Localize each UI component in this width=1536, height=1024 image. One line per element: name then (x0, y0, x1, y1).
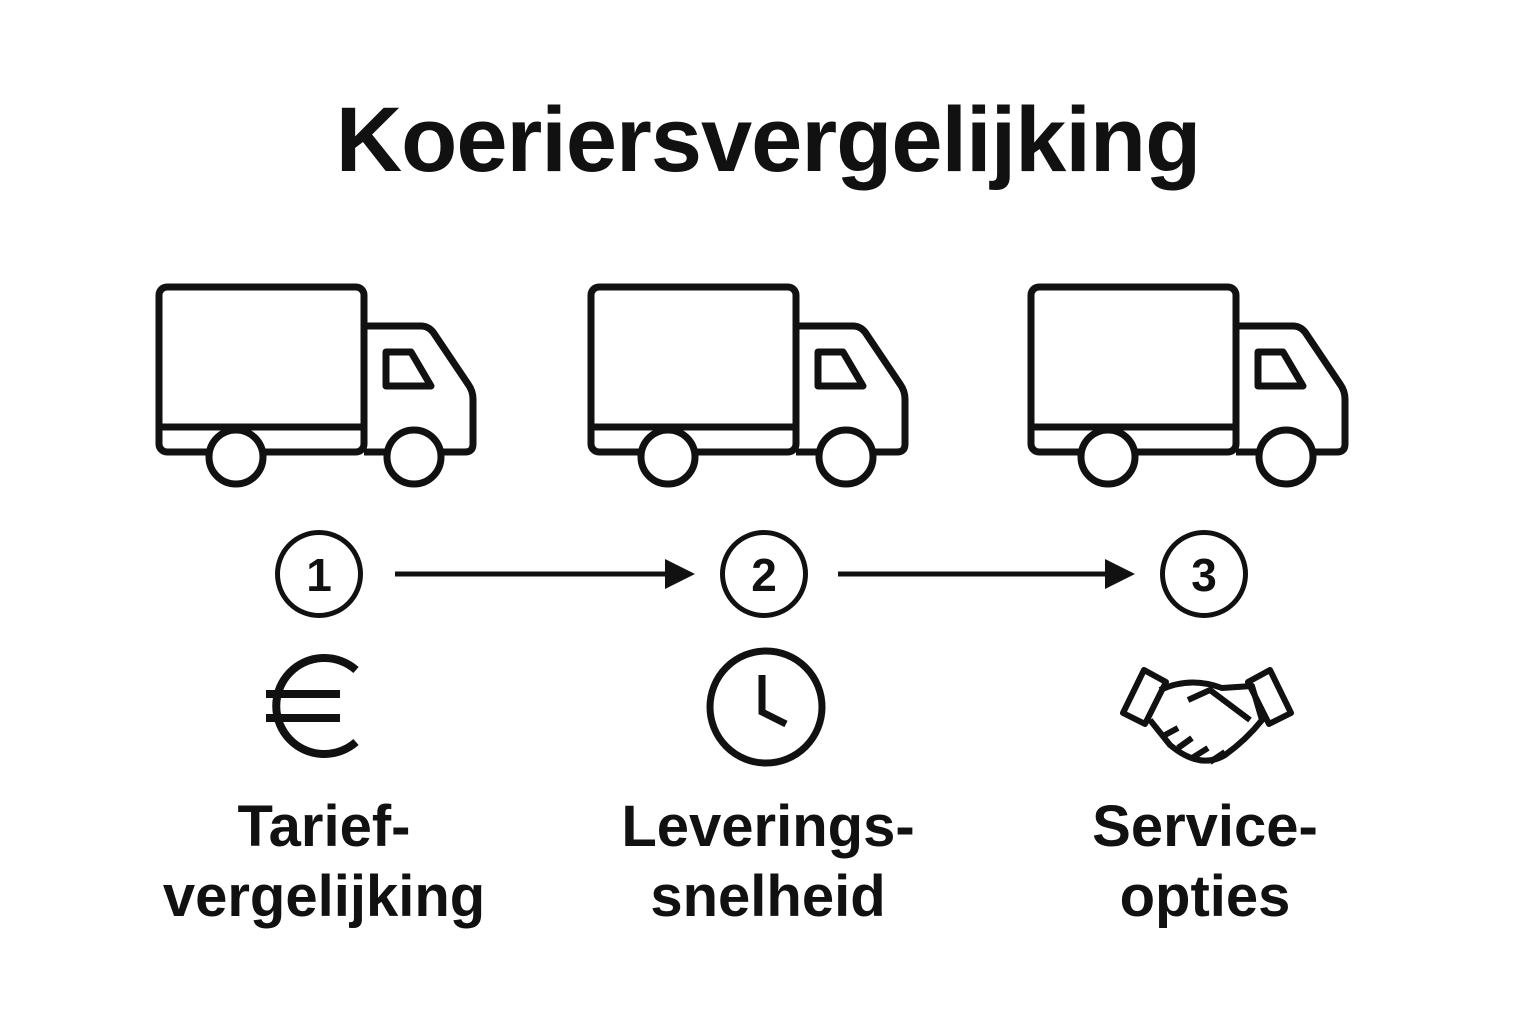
truck-icon-3 (1031, 287, 1345, 484)
step-label-2: Leverings-snelheid (568, 792, 968, 932)
label-line: opties (1119, 864, 1291, 929)
label-line: Leverings- (621, 794, 915, 859)
handshake-icon (1120, 667, 1294, 765)
truck-icon-2 (591, 287, 905, 484)
label-line: Tarief- (237, 794, 411, 859)
step-label-3: Service-opties (1005, 792, 1405, 932)
euro-icon (266, 654, 359, 758)
clock-icon (706, 647, 826, 767)
step-number-1: 1 (275, 530, 363, 618)
truck-icon-1 (159, 287, 473, 484)
step-label-1: Tarief-vergelijking (124, 792, 524, 932)
label-line: vergelijking (162, 864, 486, 929)
step-number-3: 3 (1160, 530, 1248, 618)
page-title: Koeriersvergelijking (335, 89, 1202, 191)
step-number-2: 2 (720, 530, 808, 618)
label-line: snelheid (650, 864, 886, 929)
label-line: Service- (1092, 794, 1318, 859)
